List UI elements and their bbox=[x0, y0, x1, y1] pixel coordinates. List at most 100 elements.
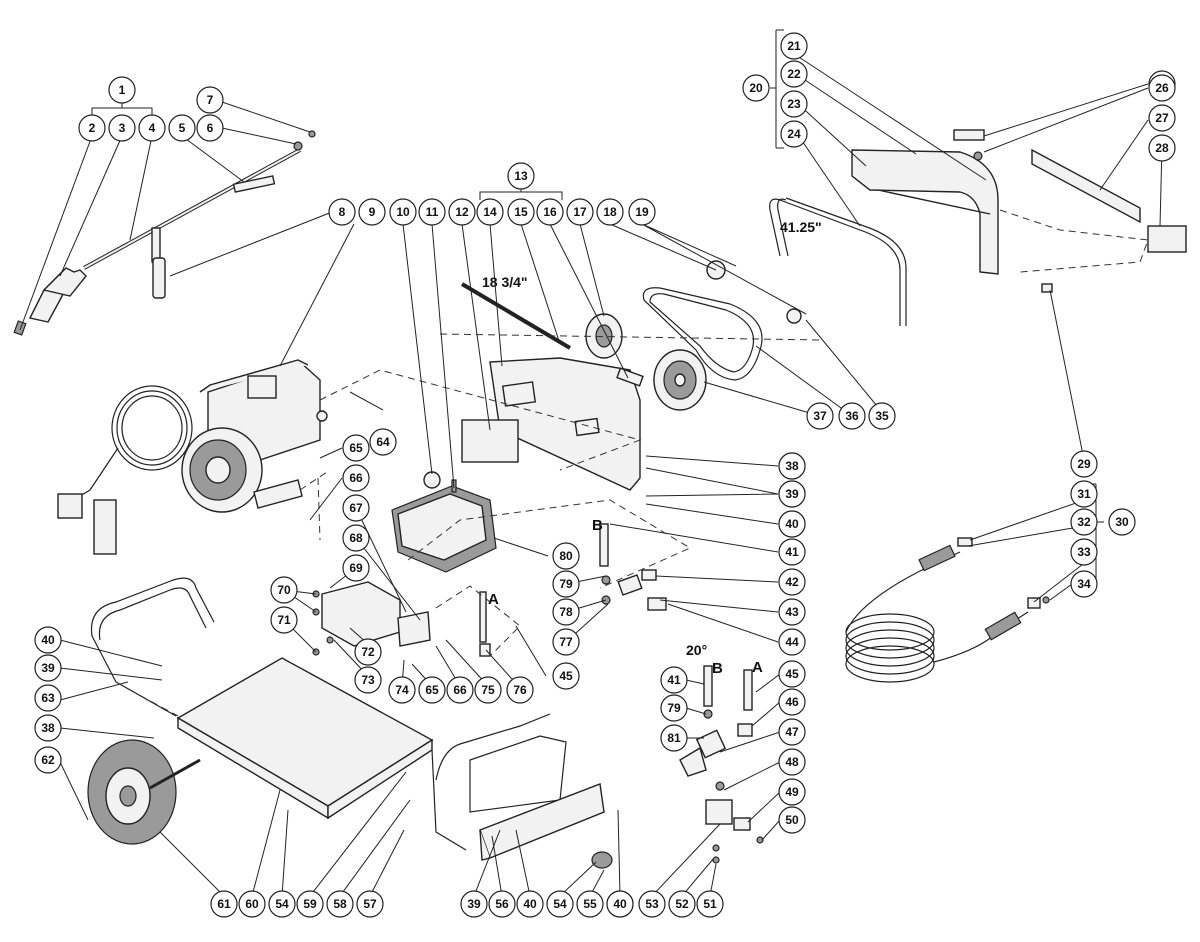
callout-circle bbox=[270, 576, 298, 604]
callout-56: 56 bbox=[488, 890, 516, 918]
callout-circle bbox=[34, 714, 62, 742]
callout-circle bbox=[576, 890, 604, 918]
callout-circle bbox=[78, 114, 106, 142]
callout-circle bbox=[806, 402, 834, 430]
callout-circle bbox=[1148, 104, 1176, 132]
callout-number: 60 bbox=[245, 897, 259, 911]
callout-30: 30 bbox=[1108, 508, 1136, 536]
callout-36: 36 bbox=[838, 402, 866, 430]
callout-number: 77 bbox=[559, 635, 573, 649]
callout-number: 66 bbox=[453, 683, 467, 697]
callout-circle bbox=[516, 890, 544, 918]
callout-circle bbox=[780, 90, 808, 118]
callout-74: 74 bbox=[388, 676, 416, 704]
callout-number: 65 bbox=[425, 683, 439, 697]
callout-circle bbox=[354, 666, 382, 694]
callout-number: 42 bbox=[785, 575, 799, 589]
callout-number: 28 bbox=[1155, 141, 1169, 155]
callout-number: 1 bbox=[119, 83, 126, 97]
callout-circle bbox=[268, 890, 296, 918]
callout-circle bbox=[460, 890, 488, 918]
callout-69: 69 bbox=[342, 554, 370, 582]
callout-circle bbox=[296, 890, 324, 918]
callout-circle bbox=[1148, 74, 1176, 102]
dimension-nozzle-angle: 20° bbox=[686, 642, 707, 658]
callout-71: 71 bbox=[270, 606, 298, 634]
callout-number: 5 bbox=[179, 121, 186, 135]
callout-circle bbox=[1148, 134, 1176, 162]
callout-9: 9 bbox=[358, 198, 386, 226]
callout-75: 75 bbox=[474, 676, 502, 704]
callout-number: 21 bbox=[787, 39, 801, 53]
callout-number: 32 bbox=[1077, 515, 1091, 529]
callout-number: 2 bbox=[89, 121, 96, 135]
leader-lines bbox=[19, 45, 1163, 897]
callout-78: 78 bbox=[552, 598, 580, 626]
callout-number: 63 bbox=[41, 691, 55, 705]
callout-6: 6 bbox=[196, 114, 224, 142]
callout-circle bbox=[356, 890, 384, 918]
callout-63: 63 bbox=[34, 684, 62, 712]
callout-48: 48 bbox=[778, 748, 806, 776]
callout-76: 76 bbox=[506, 676, 534, 704]
callout-number: 44 bbox=[785, 635, 799, 649]
callout-circle bbox=[638, 890, 666, 918]
dimension-handle-length: 41.25" bbox=[780, 219, 822, 235]
callout-number: 59 bbox=[303, 897, 317, 911]
parts-artwork bbox=[13, 129, 1187, 869]
callout-number: 17 bbox=[573, 205, 587, 219]
callout-circle bbox=[780, 120, 808, 148]
callout-number: 38 bbox=[785, 459, 799, 473]
callout-number: 46 bbox=[785, 695, 799, 709]
callout-circle bbox=[566, 198, 594, 226]
callout-53: 53 bbox=[638, 890, 666, 918]
callout-52: 52 bbox=[668, 890, 696, 918]
callout-circle bbox=[388, 676, 416, 704]
callout-number: 6 bbox=[207, 121, 214, 135]
callout-77: 77 bbox=[552, 628, 580, 656]
callout-number: 31 bbox=[1077, 487, 1091, 501]
callout-number: 33 bbox=[1077, 545, 1091, 559]
power-cord bbox=[57, 385, 193, 555]
callout-circle bbox=[342, 494, 370, 522]
callout-70: 70 bbox=[270, 576, 298, 604]
callout-50: 50 bbox=[778, 806, 806, 834]
callout-circle bbox=[474, 676, 502, 704]
callout-circle bbox=[778, 660, 806, 688]
handle-assembly bbox=[769, 129, 1187, 326]
callout-54: 54 bbox=[268, 890, 296, 918]
callout-80: 80 bbox=[552, 542, 580, 570]
callout-number: 15 bbox=[514, 205, 528, 219]
callout-42: 42 bbox=[778, 568, 806, 596]
callout-number: 47 bbox=[785, 725, 799, 739]
callout-number: 43 bbox=[785, 605, 799, 619]
callout-circle bbox=[196, 114, 224, 142]
callout-14: 14 bbox=[476, 198, 504, 226]
callout-circle bbox=[778, 778, 806, 806]
callout-37: 37 bbox=[806, 402, 834, 430]
callout-38: 38 bbox=[778, 452, 806, 480]
callout-circle bbox=[778, 688, 806, 716]
callout-number: 29 bbox=[1077, 457, 1091, 471]
callout-51: 51 bbox=[696, 890, 724, 918]
callout-number: 9 bbox=[369, 205, 376, 219]
callout-number: 52 bbox=[675, 897, 689, 911]
callout-circle bbox=[34, 626, 62, 654]
callout-46: 46 bbox=[778, 688, 806, 716]
callout-circle bbox=[1070, 480, 1098, 508]
callout-number: 34 bbox=[1077, 577, 1091, 591]
callout-number: 13 bbox=[514, 169, 528, 183]
callout-number: 68 bbox=[349, 531, 363, 545]
callout-number: 12 bbox=[455, 205, 469, 219]
callout-number: 73 bbox=[361, 673, 375, 687]
callout-20: 20 bbox=[742, 74, 770, 102]
callout-number: 72 bbox=[361, 645, 375, 659]
callout-number: 54 bbox=[553, 897, 567, 911]
callout-number: 58 bbox=[333, 897, 347, 911]
callout-number: 55 bbox=[583, 897, 597, 911]
spray-wand bbox=[83, 130, 316, 299]
callout-18: 18 bbox=[596, 198, 624, 226]
callout-number: 27 bbox=[1155, 111, 1169, 125]
callout-39: 39 bbox=[34, 654, 62, 682]
callout-circle bbox=[536, 198, 564, 226]
